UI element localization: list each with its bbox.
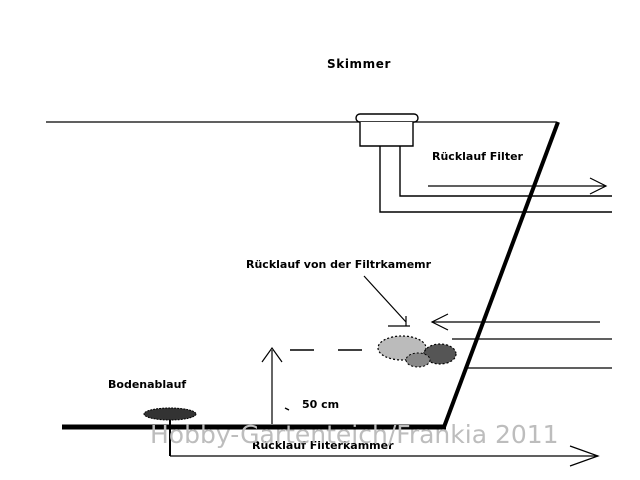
bodenablauf-label: Bodenablauf (108, 378, 187, 391)
skimmer-pipe (379, 146, 612, 213)
filterkammer-inflow-pipes (430, 313, 612, 369)
skimmer-body (359, 122, 414, 147)
pond-wall-slope (442, 121, 560, 428)
ruecklauf-filterkammer-label: Rücklauf Filterkammer (252, 439, 394, 452)
bottom-drain (143, 407, 600, 467)
skimmer-rim (355, 113, 419, 123)
ruecklauf-von-filterkammer-label: Rücklauf von der Filtrkamemr (246, 258, 432, 271)
skimmer-label: Skimmer (327, 57, 392, 71)
ruecklauf-filter-label: Rücklauf Filter (432, 150, 523, 163)
ruecklauf-filter-arrow (428, 177, 608, 195)
outlet-pointer (363, 275, 410, 327)
outlet-stones (377, 335, 457, 368)
height-label: 50 cm (302, 398, 340, 411)
skimmer-unit (355, 113, 612, 213)
watermark: Hobby-Gartenteich/Frankia 2011 (150, 420, 559, 449)
height-arrow (261, 346, 290, 424)
